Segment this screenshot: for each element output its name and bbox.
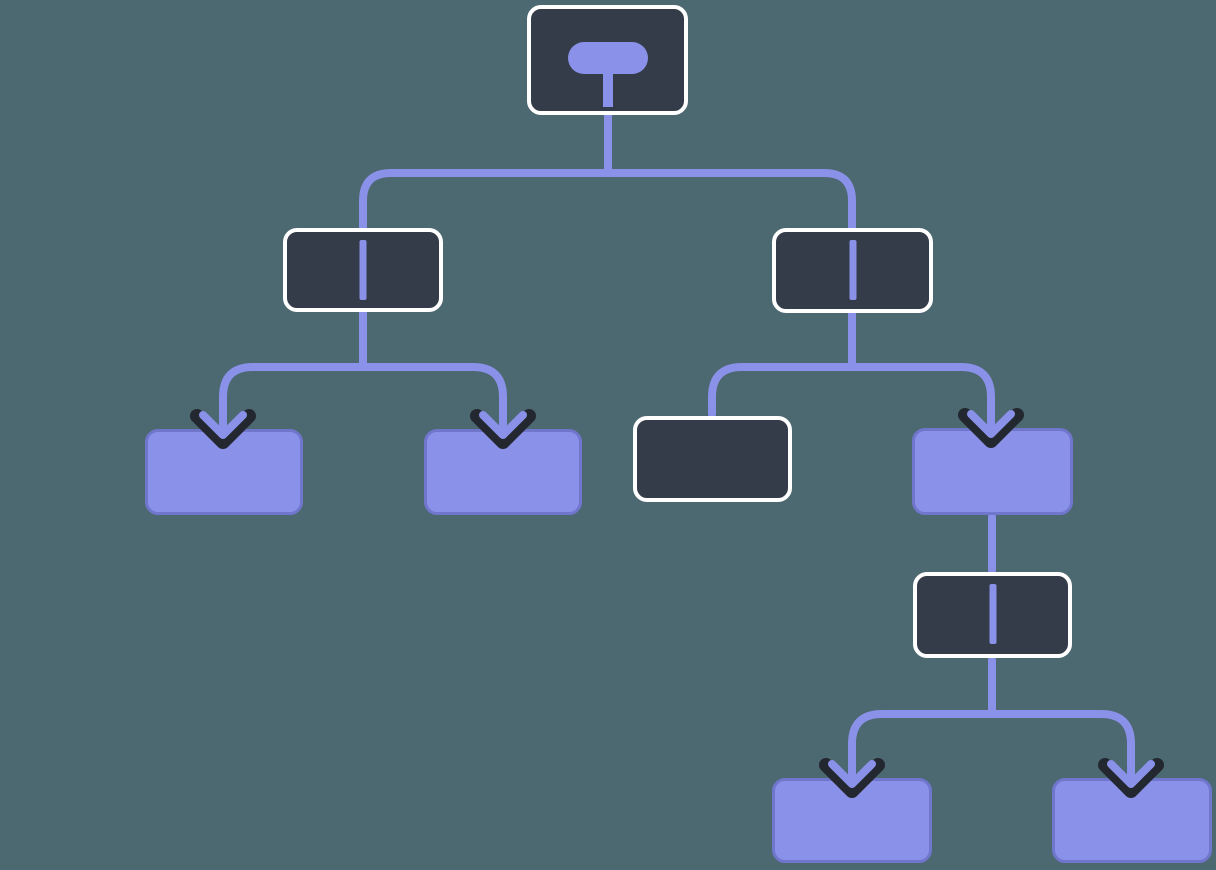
root-pill-stem-icon [602,72,613,107]
node-branch-right[interactable] [772,228,933,313]
node-root[interactable] [527,5,688,115]
node-leaf-bottom-1[interactable] [772,778,932,863]
edge-root-to-branches [359,108,856,232]
root-pill-icon [567,42,648,74]
edge-branch-bottom-to-leaves [848,656,1135,785]
edge-branch-right-to-children [708,309,995,435]
node-branch-far-right[interactable] [912,428,1073,515]
node-leaf-mid[interactable] [633,416,792,502]
node-leaf-bottom-2[interactable] [1052,778,1212,863]
pass-through-line-icon [849,240,856,300]
edge-branch-left-to-leaves [219,308,507,437]
node-leaf-left-2[interactable] [424,429,582,515]
node-branch-bottom[interactable] [913,572,1072,658]
node-leaf-left-1[interactable] [145,429,303,515]
pass-through-line-icon [359,240,367,300]
pass-through-line-icon [989,584,996,644]
node-branch-left[interactable] [283,228,443,312]
